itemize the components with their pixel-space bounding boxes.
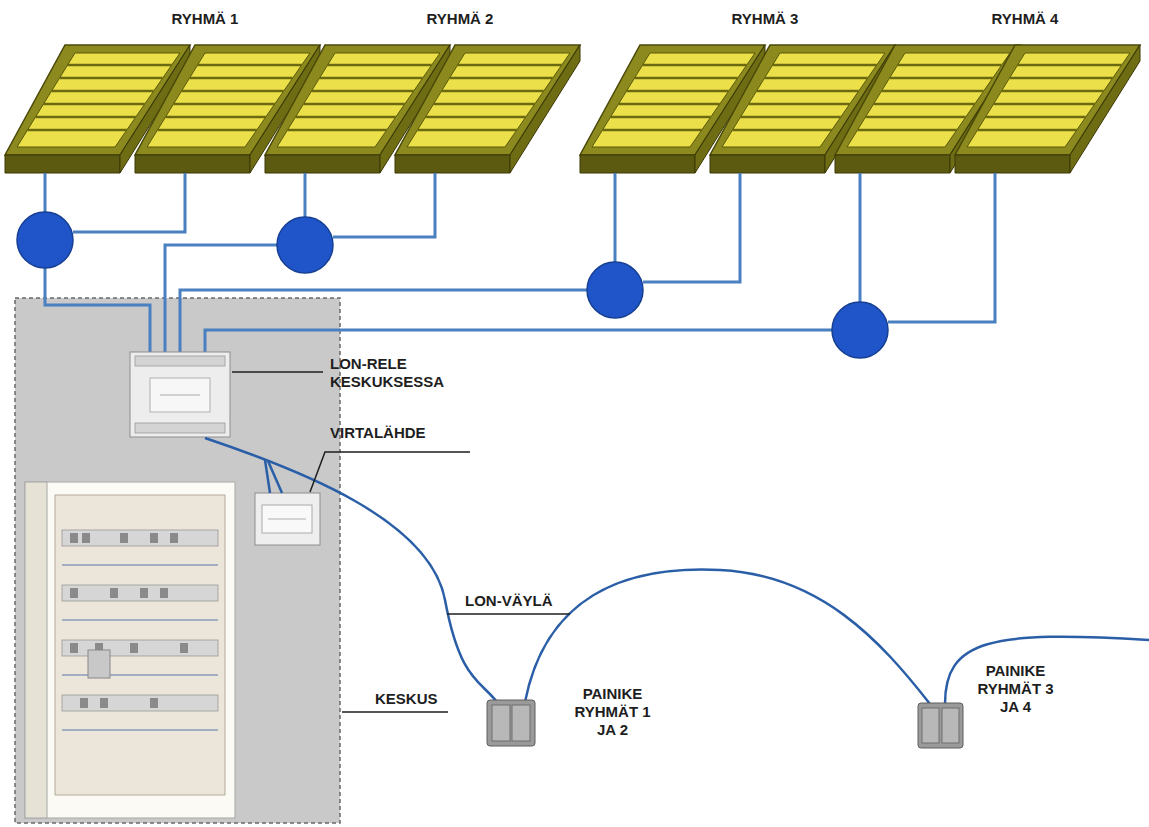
- push-buttons: [487, 700, 963, 748]
- power-supply: [255, 493, 320, 545]
- text-label: RYHMÄ 2: [405, 10, 515, 28]
- junction-boxes: [17, 212, 888, 358]
- text-label: PAINIKE RYHMÄT 1 JA 2: [565, 685, 660, 739]
- switchboard-cabinet: [25, 482, 235, 818]
- text-label: RYHMÄ 3: [710, 10, 820, 28]
- leader-lines: [232, 372, 570, 712]
- text-label: RYHMÄ 4: [970, 10, 1080, 28]
- text-label: LON-VÄYLÄ: [465, 592, 585, 610]
- lon-relay: [130, 352, 230, 437]
- switchboard-region: [15, 298, 340, 823]
- text-label: VIRTALÄHDE: [330, 424, 480, 442]
- light-fixtures: [5, 45, 1140, 173]
- text-label: PAINIKE RYHMÄT 3 JA 4: [968, 662, 1063, 716]
- text-label: RYHMÄ 1: [150, 10, 260, 28]
- text-label: LON-RELE KESKUKSESSA: [330, 355, 470, 391]
- text-label: KESKUS: [375, 690, 465, 708]
